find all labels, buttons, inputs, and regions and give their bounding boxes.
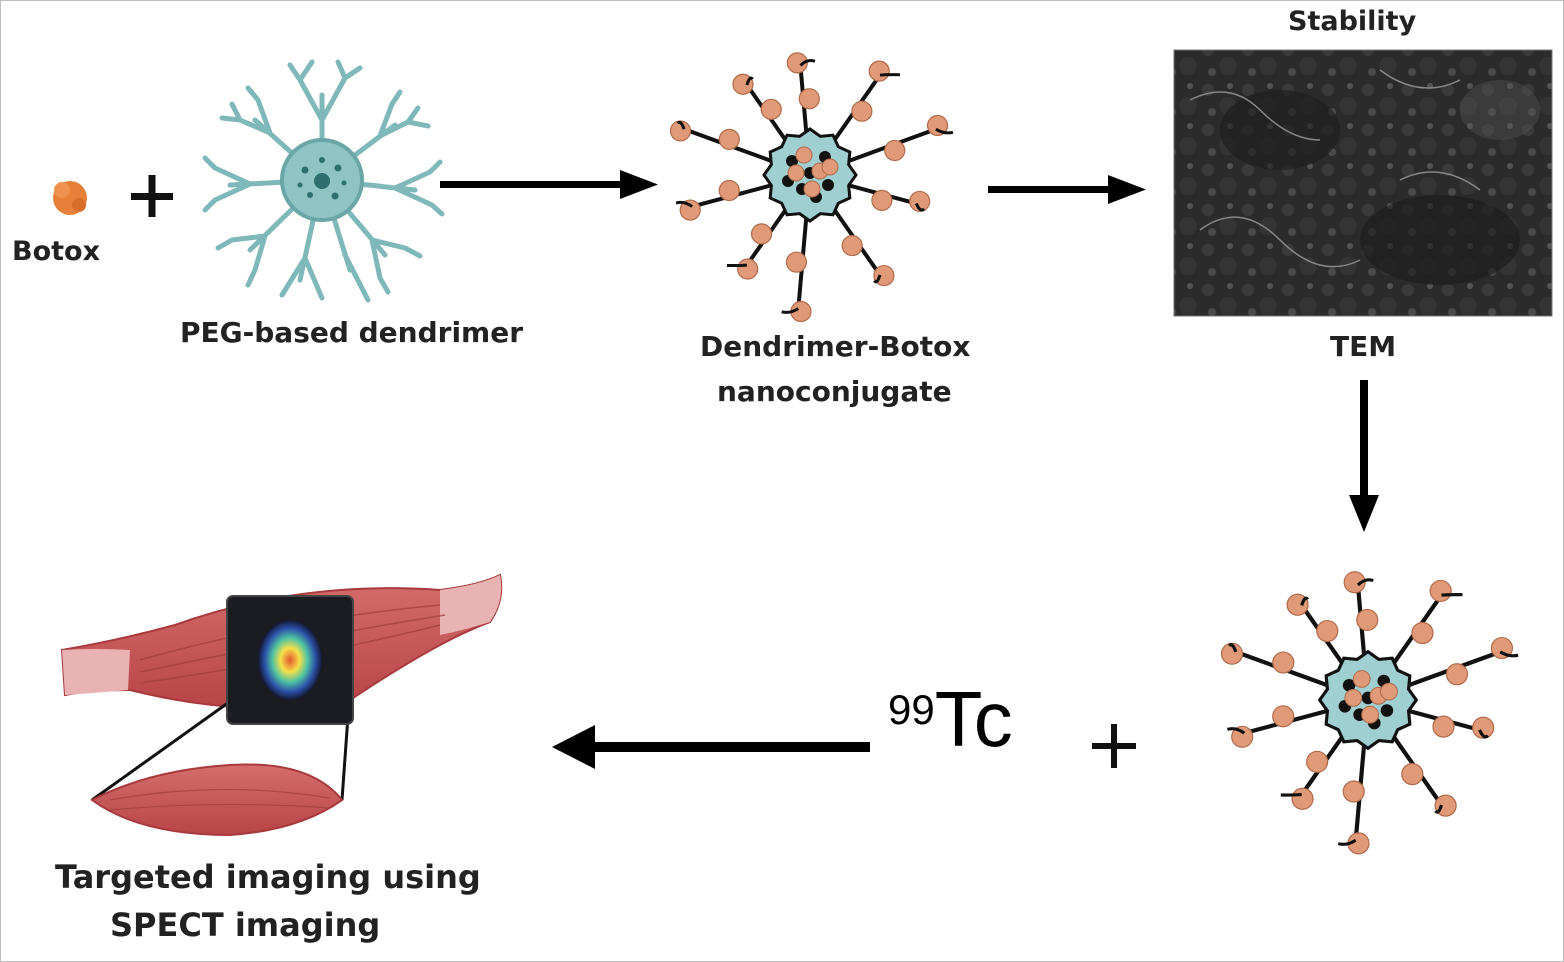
botox-label: Botox	[12, 236, 101, 267]
conjugate-label-line2: nanoconjugate	[717, 375, 952, 408]
imaging-label-line1: Targeted imaging using	[55, 858, 481, 896]
plus-icon	[131, 175, 173, 217]
arrow-2	[988, 175, 1146, 204]
nanoconjugate-icon	[669, 52, 954, 323]
arrow-1	[440, 170, 658, 199]
isotope-symbol: Tc	[934, 675, 1013, 763]
isotope-label: 99Tc	[888, 680, 1013, 758]
isotope-mass: 99	[888, 686, 935, 733]
dendrimer-icon	[202, 59, 445, 303]
nanoconjugate-icon-2	[1220, 571, 1519, 855]
stability-label: Stability	[1288, 6, 1417, 37]
botox-particle-icon	[53, 181, 87, 215]
tem-image	[1173, 49, 1553, 317]
dendrimer-label: PEG-based dendrimer	[180, 316, 524, 349]
conjugate-label-line1: Dendrimer-Botox	[700, 330, 971, 363]
arrow-down	[1349, 380, 1379, 532]
imaging-label-line2: SPECT imaging	[110, 906, 381, 944]
muscle-illustration	[60, 573, 503, 837]
tem-label: TEM	[1330, 330, 1397, 363]
arrow-left	[552, 725, 870, 769]
plus-icon-2	[1092, 724, 1136, 768]
